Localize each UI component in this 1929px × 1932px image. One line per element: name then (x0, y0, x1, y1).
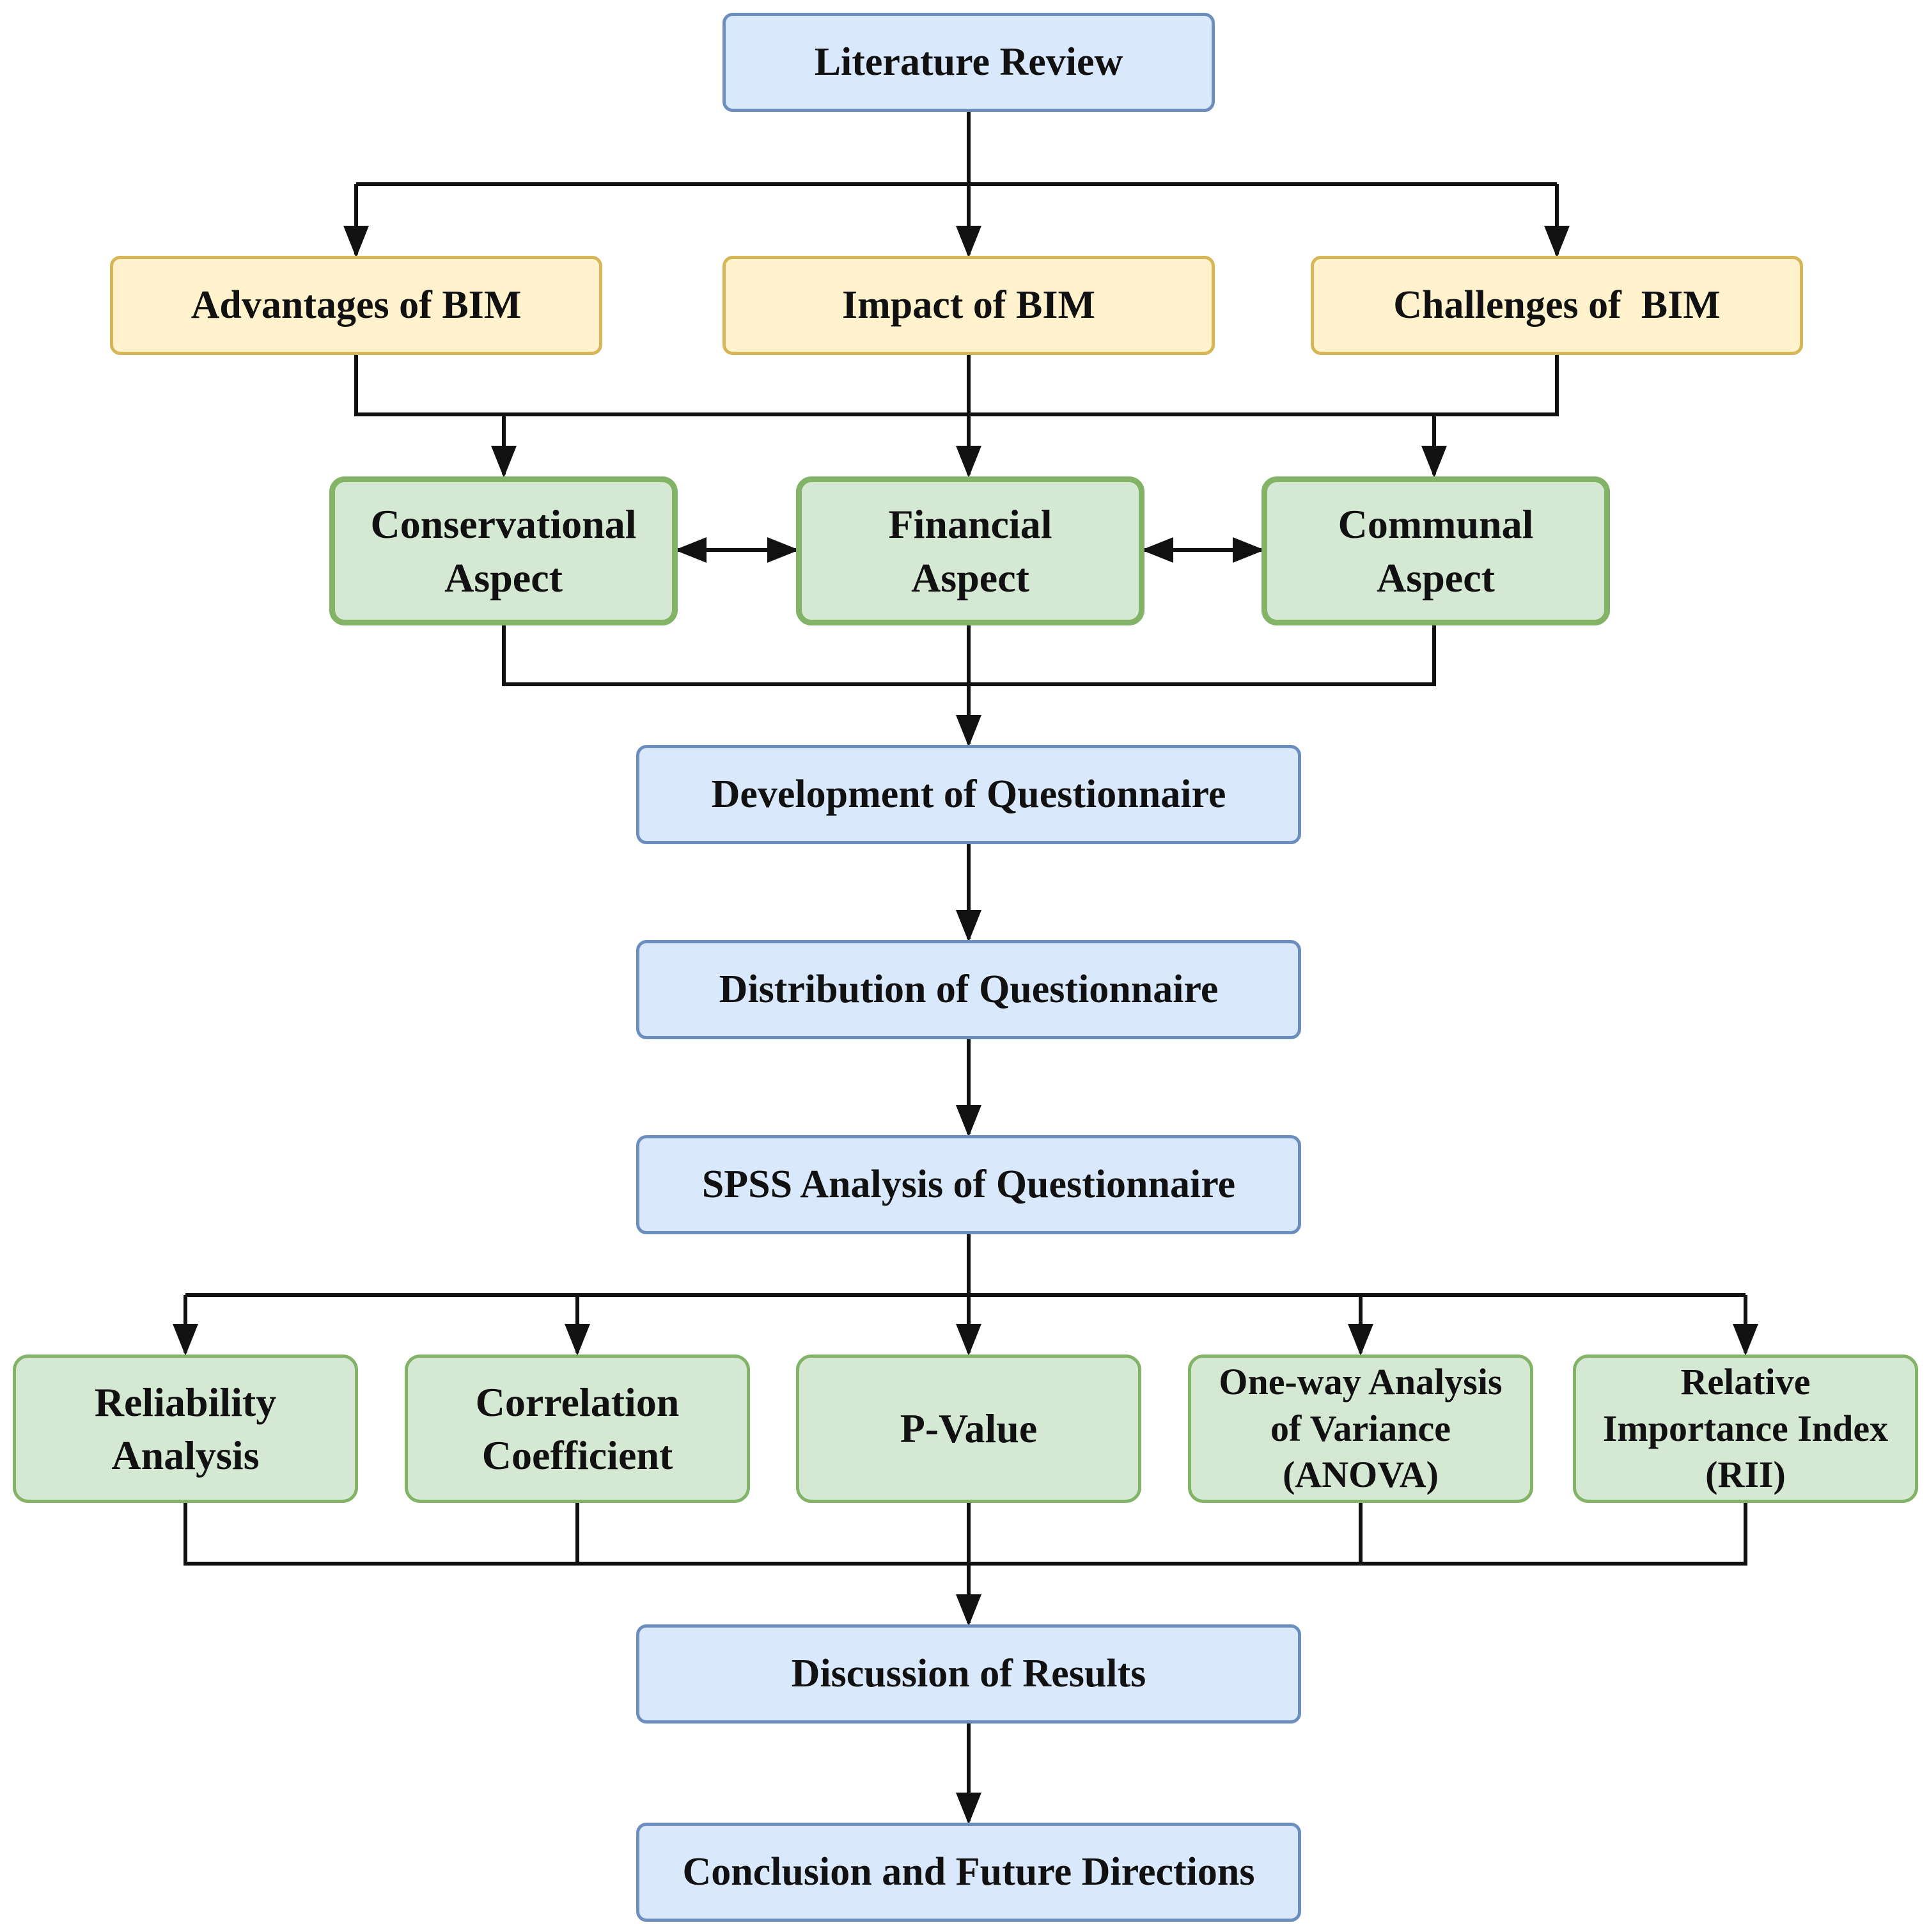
spss-analysis-label: SPSS Analysis of Questionnaire (701, 1163, 1236, 1206)
conservational-aspect-line1: Conservational (370, 501, 637, 547)
connector-lit-to-topics (356, 109, 1557, 186)
connector-spss-to-analyses (185, 1234, 1745, 1297)
impact-of-bim-box: Impact of BIM (722, 256, 1215, 355)
literature-review-box: Literature Review (722, 13, 1215, 112)
anova-line3: (ANOVA) (1283, 1454, 1439, 1496)
financial-aspect-line1: Financial (888, 501, 1052, 547)
rii-line2: Importance Index (1602, 1407, 1889, 1449)
challenges-of-bim-box: Challenges of BIM (1311, 256, 1803, 355)
reliability-analysis-box: Reliability Analysis (13, 1355, 358, 1503)
advantages-of-bim-label: Advantages of BIM (191, 283, 522, 327)
p-value-label: P-Value (900, 1406, 1038, 1452)
communal-aspect-line2: Aspect (1377, 554, 1495, 601)
rii-line3: (RII) (1705, 1454, 1786, 1496)
correlation-coefficient-line1: Correlation (475, 1379, 680, 1425)
literature-review-label: Literature Review (814, 40, 1123, 84)
communal-aspect-box: Communal Aspect (1261, 476, 1610, 625)
impact-of-bim-label: Impact of BIM (841, 283, 1096, 327)
challenges-of-bim-label: Challenges of BIM (1393, 283, 1721, 327)
reliability-analysis-line1: Reliability (94, 1379, 277, 1425)
conservational-aspect-box: Conservational Aspect (329, 476, 678, 625)
financial-aspect-line2: Aspect (911, 554, 1029, 601)
connector-aspects-to-development (502, 625, 1436, 686)
correlation-coefficient-line2: Coefficient (481, 1433, 673, 1478)
financial-aspect-box: Financial Aspect (796, 476, 1144, 625)
rii-line1: Relative (1680, 1361, 1811, 1403)
connector-topics-to-aspects (354, 355, 1559, 416)
correlation-coefficient-box: Correlation Coefficient (405, 1355, 750, 1503)
development-of-questionnaire-label: Development of Questionnaire (711, 773, 1226, 816)
conclusion-label: Conclusion and Future Directions (682, 1850, 1255, 1894)
anova-line2: of Variance (1270, 1407, 1451, 1449)
connector-analyses-to-discussion (184, 1503, 1747, 1566)
reliability-analysis-line2: Analysis (111, 1433, 260, 1478)
advantages-of-bim-box: Advantages of BIM (110, 256, 602, 355)
conclusion-box: Conclusion and Future Directions (636, 1823, 1301, 1922)
conservational-aspect-line2: Aspect (444, 554, 563, 601)
development-of-questionnaire-box: Development of Questionnaire (636, 745, 1301, 844)
spss-analysis-box: SPSS Analysis of Questionnaire (636, 1135, 1301, 1234)
anova-box: One-way Analysis of Variance (ANOVA) (1188, 1355, 1533, 1503)
communal-aspect-line1: Communal (1338, 501, 1534, 547)
distribution-of-questionnaire-label: Distribution of Questionnaire (719, 968, 1219, 1011)
discussion-of-results-box: Discussion of Results (636, 1624, 1301, 1724)
p-value-box: P-Value (796, 1355, 1141, 1503)
distribution-of-questionnaire-box: Distribution of Questionnaire (636, 940, 1301, 1039)
anova-line1: One-way Analysis (1219, 1361, 1503, 1403)
discussion-of-results-label: Discussion of Results (791, 1652, 1146, 1695)
rii-box: Relative Importance Index (RII) (1573, 1355, 1918, 1503)
